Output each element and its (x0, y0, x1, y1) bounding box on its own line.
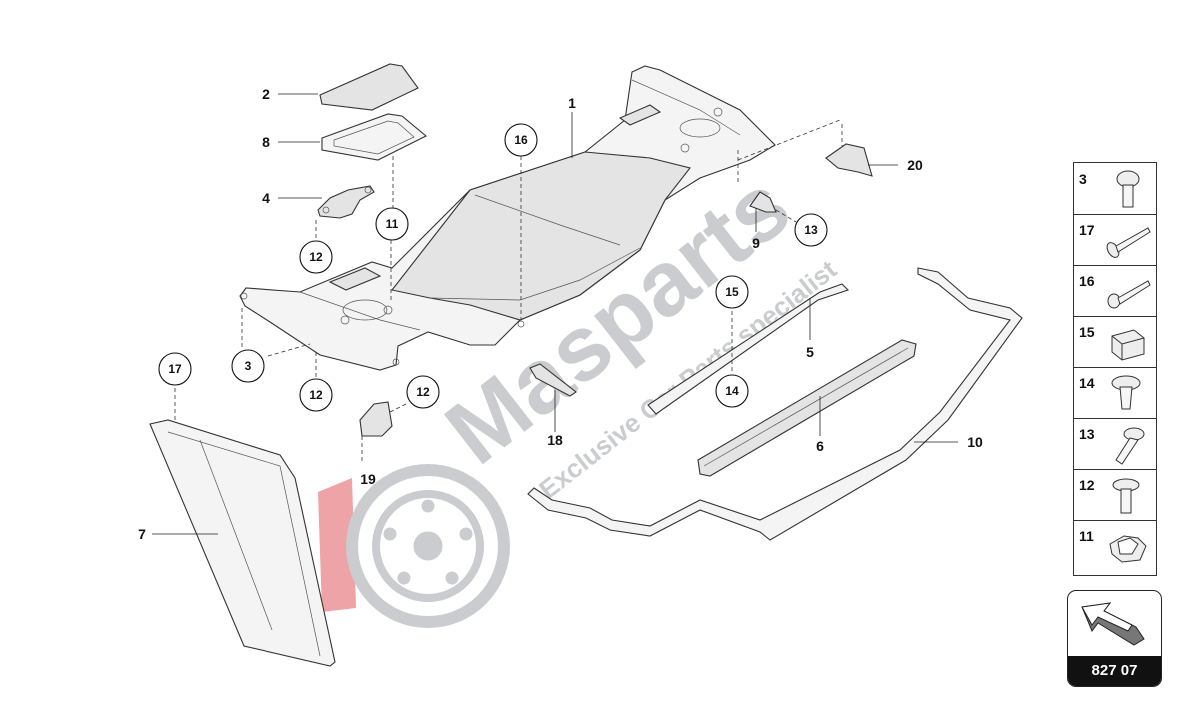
watermark-brake-disc-icon (346, 464, 510, 628)
circled-callout-13: 13 (794, 213, 828, 247)
flange-bolt-icon (1112, 478, 1140, 514)
legend-row-3: 3 (1074, 163, 1156, 215)
washer-bolt-icon (1115, 427, 1145, 465)
circled-callout-17: 17 (158, 352, 192, 386)
circled-callout-16: 16 (504, 123, 538, 157)
frame-rail-10 (527, 267, 1023, 541)
callout-6: 6 (816, 438, 824, 454)
callout-12b-label: 12 (309, 388, 323, 402)
circled-callout-15: 15 (715, 275, 749, 309)
legend-row-11: 11 (1074, 520, 1156, 571)
callout-10: 10 (967, 434, 983, 450)
legend-row-12: 12 (1074, 469, 1156, 521)
callout-17-label: 17 (168, 362, 182, 376)
callout-18: 18 (547, 432, 563, 448)
callout-14-label: 14 (725, 384, 739, 398)
long-flange-bolt-icon (1106, 227, 1151, 258)
callout-12c-label: 12 (416, 385, 430, 399)
long-bolt-icon (1107, 280, 1151, 309)
callout-7: 7 (138, 526, 146, 542)
mount-block-20 (825, 143, 873, 177)
callout-15-label: 15 (725, 285, 739, 299)
callout-20: 20 (907, 157, 923, 173)
circled-callout-12a: 12 (299, 240, 333, 274)
callout-13-label: 13 (804, 223, 818, 237)
circled-callout-11: 11 (375, 207, 409, 241)
legend-number: 16 (1079, 273, 1095, 289)
callout-16-label: 16 (514, 133, 528, 147)
callout-3-label: 3 (245, 359, 252, 373)
circled-callout-12b: 12 (299, 378, 333, 412)
reference-box: 827 07 (1067, 590, 1162, 687)
callout-19: 19 (360, 471, 376, 487)
small-clip-9 (749, 191, 777, 213)
clip-nut-icon (1111, 329, 1145, 361)
gasket-frame (321, 113, 427, 161)
small-bracket-18 (529, 363, 577, 397)
circled-callout-3: 3 (231, 349, 265, 383)
under-tray-panel (239, 65, 776, 371)
callout-1: 1 (568, 95, 576, 111)
assembly-lines (174, 119, 843, 462)
legend-number: 12 (1079, 477, 1095, 493)
clip-bracket-19 (359, 401, 393, 437)
legend-row-15: 15 (1074, 316, 1156, 368)
legend-row-14: 14 (1074, 367, 1156, 419)
leader-lines (152, 93, 958, 535)
seal-strip-5 (647, 283, 850, 415)
legend-row-16: 16 (1074, 265, 1156, 317)
cover-plate (319, 63, 419, 111)
callout-9: 9 (752, 235, 760, 251)
spring-clip-icon (1109, 535, 1147, 563)
callout-4: 4 (262, 190, 270, 206)
callout-5: 5 (806, 344, 814, 360)
reference-code: 827 07 (1068, 656, 1161, 686)
callout-11-label: 11 (386, 217, 399, 231)
legend-number: 17 (1079, 222, 1095, 238)
callout-12a-label: 12 (309, 250, 323, 264)
callout-8: 8 (262, 134, 270, 150)
circled-callout-14: 14 (715, 374, 749, 408)
callout-2: 2 (262, 86, 270, 102)
legend-number: 13 (1079, 426, 1095, 442)
side-panel (149, 419, 336, 667)
mounting-bracket (317, 185, 375, 219)
round-head-bolt-icon (1116, 170, 1140, 208)
legend-number: 11 (1079, 528, 1094, 544)
legend-number: 3 (1079, 171, 1087, 187)
legend-row-17: 17 (1074, 214, 1156, 266)
watermark-red-mark (318, 478, 356, 612)
legend-row-13: 13 (1074, 418, 1156, 470)
direction-arrow-icon (1081, 602, 1145, 646)
fastener-legend: 3 17 16 15 14 13 (1073, 162, 1157, 576)
channel-rail-6 (697, 339, 917, 477)
legend-number: 15 (1079, 324, 1095, 340)
legend-number: 14 (1079, 375, 1095, 391)
circled-callout-12c: 12 (406, 375, 440, 409)
rivet-screw-icon (1111, 375, 1141, 410)
